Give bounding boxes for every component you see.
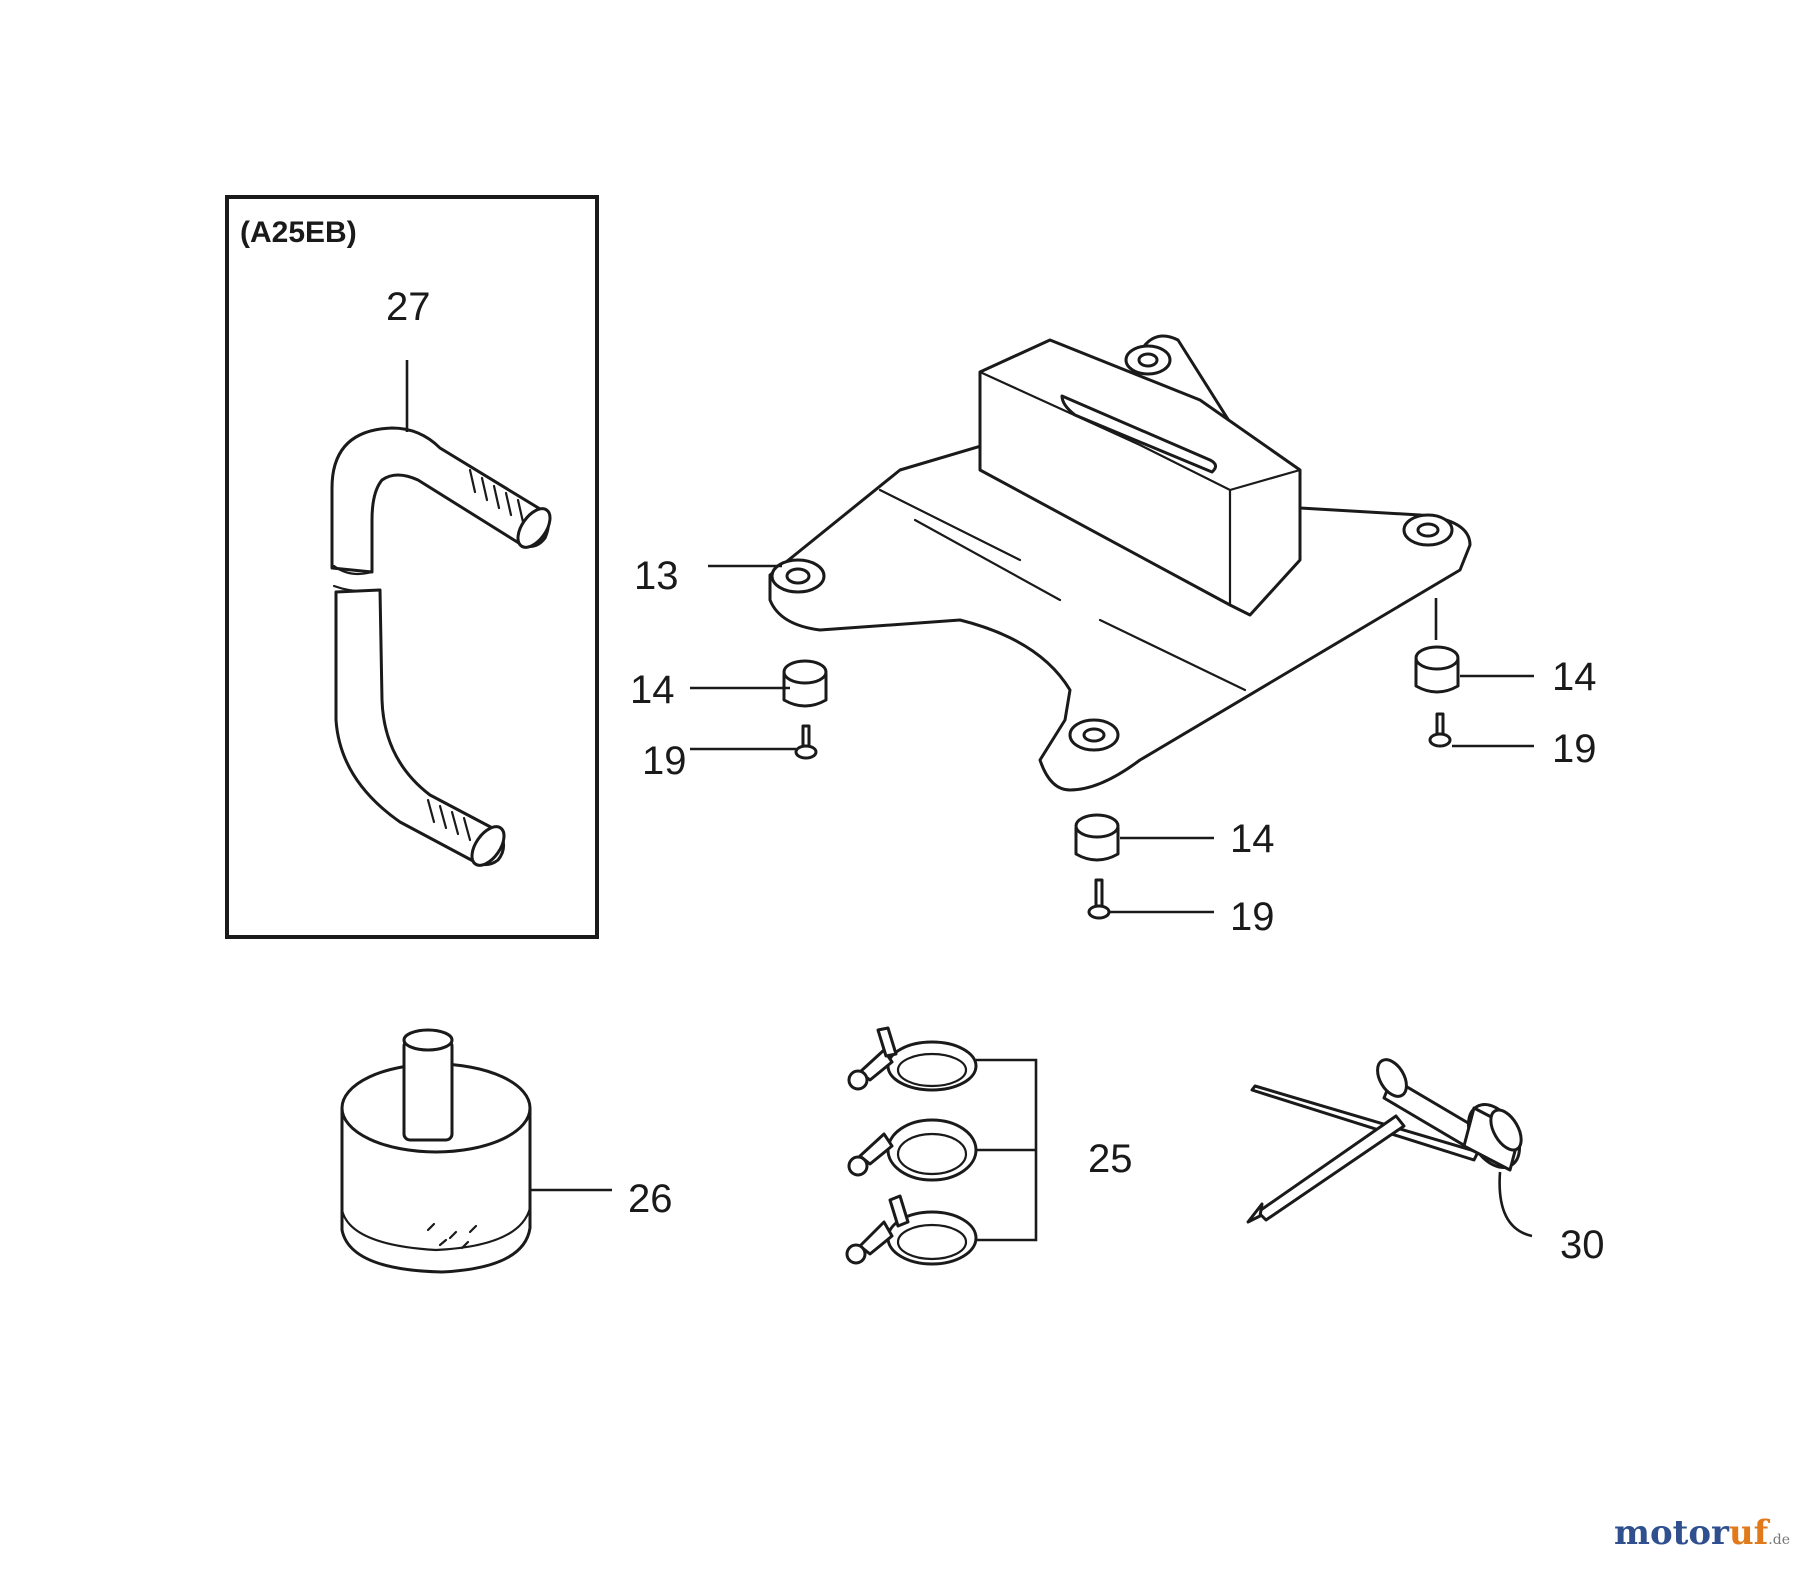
mount-group-bottom: 14 19 xyxy=(1074,813,1275,939)
callout-25: 25 xyxy=(1088,1137,1133,1181)
callout-14-bottom: 14 xyxy=(1230,817,1275,861)
filter-part-26: 26 xyxy=(340,1028,673,1274)
callout-19-left: 19 xyxy=(642,739,687,783)
callout-13: 13 xyxy=(634,554,679,598)
variant-box-label: (A25EB) xyxy=(240,216,357,249)
clamp-top xyxy=(847,1026,978,1092)
callout-19-bottom: 19 xyxy=(1230,895,1275,939)
callout-30: 30 xyxy=(1560,1223,1605,1267)
mount-group-right: 14 19 xyxy=(1414,598,1597,771)
watermark-part2: uf xyxy=(1728,1513,1769,1553)
callout-19-right: 19 xyxy=(1552,727,1597,771)
callout-27: 27 xyxy=(386,285,431,329)
callout-14-left: 14 xyxy=(630,668,675,712)
clamps-part-25: 25 xyxy=(845,1026,1133,1266)
variant-box-a25eb: (A25EB) 27 xyxy=(225,195,599,939)
watermark-logo: motoruf.de xyxy=(1614,1513,1790,1553)
clamp-middle xyxy=(847,1118,978,1182)
tool-part-30: 30 xyxy=(1246,1058,1605,1267)
watermark-suffix: .de xyxy=(1768,1532,1790,1548)
callout-14-right: 14 xyxy=(1552,655,1597,699)
leader-30 xyxy=(1498,1171,1533,1238)
watermark-part1: motor xyxy=(1613,1513,1729,1553)
base-plate-part-13: 13 xyxy=(634,334,1472,792)
variant-box-frame xyxy=(225,195,599,939)
hose-part-27: 27 xyxy=(330,285,552,867)
mount-group-left: 14 19 xyxy=(630,659,828,783)
clamp-bottom xyxy=(845,1194,978,1266)
callout-26: 26 xyxy=(628,1177,673,1221)
